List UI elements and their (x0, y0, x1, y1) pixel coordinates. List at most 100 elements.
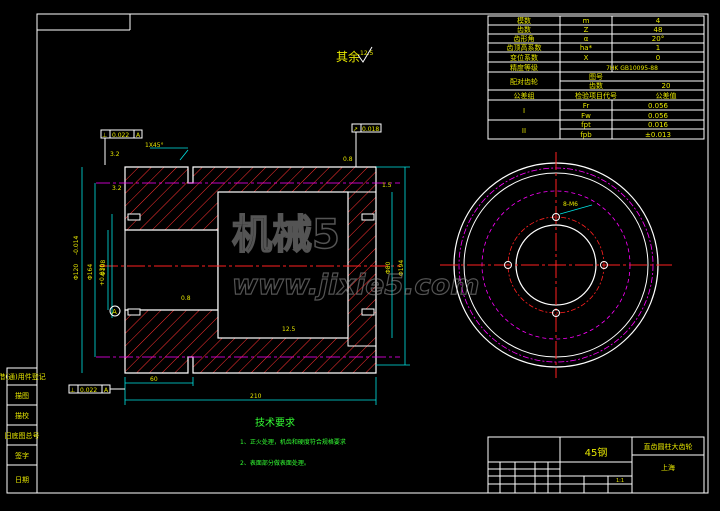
gtol-top-left-value: 0.022 (112, 132, 129, 139)
dim-tol-2: +0.030 (99, 264, 106, 286)
rest-roughness-note: 其余 12.5 (336, 46, 374, 64)
mating-gear-teeth-value: 20 (662, 82, 671, 90)
dim-length-part: 60 (150, 376, 158, 383)
watermark-url: www.jixie5.com (232, 268, 479, 301)
tech-req-item-1: 1、正火处理，机齿和硬度符合规格要求 (240, 438, 346, 446)
param-value-4: 1 (656, 44, 660, 52)
tolerance-value-label: 公差值 (656, 91, 677, 100)
part-name-label: 直齿圆柱大齿轮 (644, 442, 693, 451)
dim-right-edge: 1.5 (382, 182, 392, 189)
item-value-1: 0.056 (648, 102, 669, 110)
thread-hole-1 (127, 213, 141, 221)
gtol-top-left: ⊥ 0.022 A (100, 129, 143, 165)
param-name-1: 模数 (517, 16, 531, 25)
dim-tol-1: -0.014 (73, 235, 80, 255)
param-name-4: 齿顶高系数 (507, 43, 542, 52)
datum-label: A (112, 308, 117, 316)
gtol-top-left-symbol: ⊥ (102, 132, 107, 139)
param-name-6: 精度等级 (510, 63, 538, 72)
end-view (440, 152, 672, 378)
item-value-3: 0.016 (648, 121, 669, 129)
dim-rough-1: 3.2 (110, 151, 120, 158)
tolerance-group-label: 公差组 (514, 91, 535, 100)
param-value-6: 7HK GB10095-88 (606, 65, 658, 72)
param-name-5: 变位系数 (510, 53, 538, 62)
dim-chamfer: 1X45° (145, 142, 164, 149)
section-dimensions (81, 147, 410, 405)
side-cell-sign: 签字 (15, 451, 29, 460)
param-value-3: 20° (652, 35, 664, 43)
title-block (487, 436, 705, 494)
gtol-top-right: ↗ 0.018 (351, 123, 382, 167)
side-cell-date: 日期 (15, 476, 29, 484)
dim-dia-right-1: Φ80 (385, 261, 392, 274)
rest-roughness-value: 12.5 (360, 50, 374, 57)
material-label: 45钢 (585, 446, 608, 459)
side-cell-old-no: 旧底图总号 (5, 431, 40, 440)
item-code-3: fpt (581, 121, 591, 129)
item-value-2: 0.056 (648, 112, 669, 120)
inspection-code-label: 检验项目代号 (575, 91, 617, 100)
param-value-1: 4 (656, 17, 661, 25)
dim-length-total: 210 (250, 393, 262, 400)
gtol-bottom-left-datum: A (104, 387, 109, 394)
datum-symbol: A (109, 305, 121, 317)
side-cell-trace: 描图 (15, 391, 29, 400)
gtol-bottom-left: ⊥ 0.022 A (68, 384, 125, 394)
watermark-cn: 机械5 (232, 212, 340, 258)
param-value-2: 48 (654, 26, 663, 34)
side-register-block (6, 367, 38, 494)
side-cell-check: 描校 (15, 411, 29, 420)
dim-rough-2: 3.2 (112, 185, 122, 192)
tech-req-title: 技术要求 (255, 416, 295, 429)
param-symbol-4: ha* (580, 44, 593, 52)
hole-leader (559, 204, 593, 215)
thread-hole-3 (361, 213, 375, 221)
gear-web-recess (217, 191, 349, 339)
item-value-4: ±0.013 (645, 131, 671, 139)
param-symbol-2: Z (584, 26, 589, 34)
param-name-2: 齿数 (517, 25, 531, 34)
thread-hole-2 (127, 308, 141, 316)
param-symbol-1: m (583, 17, 590, 25)
mating-gear-drawing-no: 图号 (589, 73, 603, 81)
watermark: 机械5 www.jixie5.com (231, 211, 480, 301)
dim-rough-4: 0.8 (181, 295, 191, 302)
hole-note: 8-M6 (563, 201, 578, 208)
param-name-3: 齿形角 (514, 34, 535, 43)
gear-rim-face (347, 191, 377, 347)
dim-dia-left-3: Φ108 (100, 260, 107, 276)
mating-gear-teeth-label: 齿数 (589, 81, 603, 90)
item-code-2: Fw (581, 112, 591, 120)
bolt-hole-left (504, 261, 512, 269)
bolt-hole-bottom (552, 309, 560, 317)
rest-roughness-label: 其余 (336, 49, 360, 64)
dim-dia-left-2: Φ164 (87, 264, 94, 280)
side-cell-register: 借(通)用件登记 (0, 372, 46, 381)
mating-gear-label: 配对齿轮 (510, 77, 538, 86)
section-view (96, 166, 400, 374)
dim-dia-left-1: Φ120 (73, 264, 80, 280)
roughness-symbol-icon (357, 46, 373, 63)
gtol-bottom-left-symbol: ⊥ (70, 387, 75, 394)
group-ii: II (522, 127, 526, 135)
dim-rough-3: 0.8 (343, 156, 353, 163)
dim-dia-right-2: Φ194 (398, 260, 405, 276)
drawing-frame (36, 13, 709, 494)
gtol-top-left-datum: A (136, 132, 141, 139)
gtol-top-right-symbol: ↗ (353, 126, 358, 133)
bolt-hole-top (552, 213, 560, 221)
scale-label: 1:1 (616, 478, 624, 484)
gear-parameter-table (487, 15, 705, 140)
tech-requirements: 技术要求 1、正火处理，机齿和硬度符合规格要求 2、表面部分做表面处理。 (240, 416, 346, 467)
item-code-4: fpb (580, 131, 592, 139)
bolt-hole-right (600, 261, 608, 269)
param-value-5: 0 (656, 54, 660, 62)
gtol-bottom-left-value: 0.022 (80, 387, 97, 394)
gtol-top-right-value: 0.018 (362, 126, 379, 133)
param-symbol-5: X (584, 54, 589, 62)
group-i: I (523, 107, 525, 115)
thread-hole-4 (361, 308, 375, 316)
